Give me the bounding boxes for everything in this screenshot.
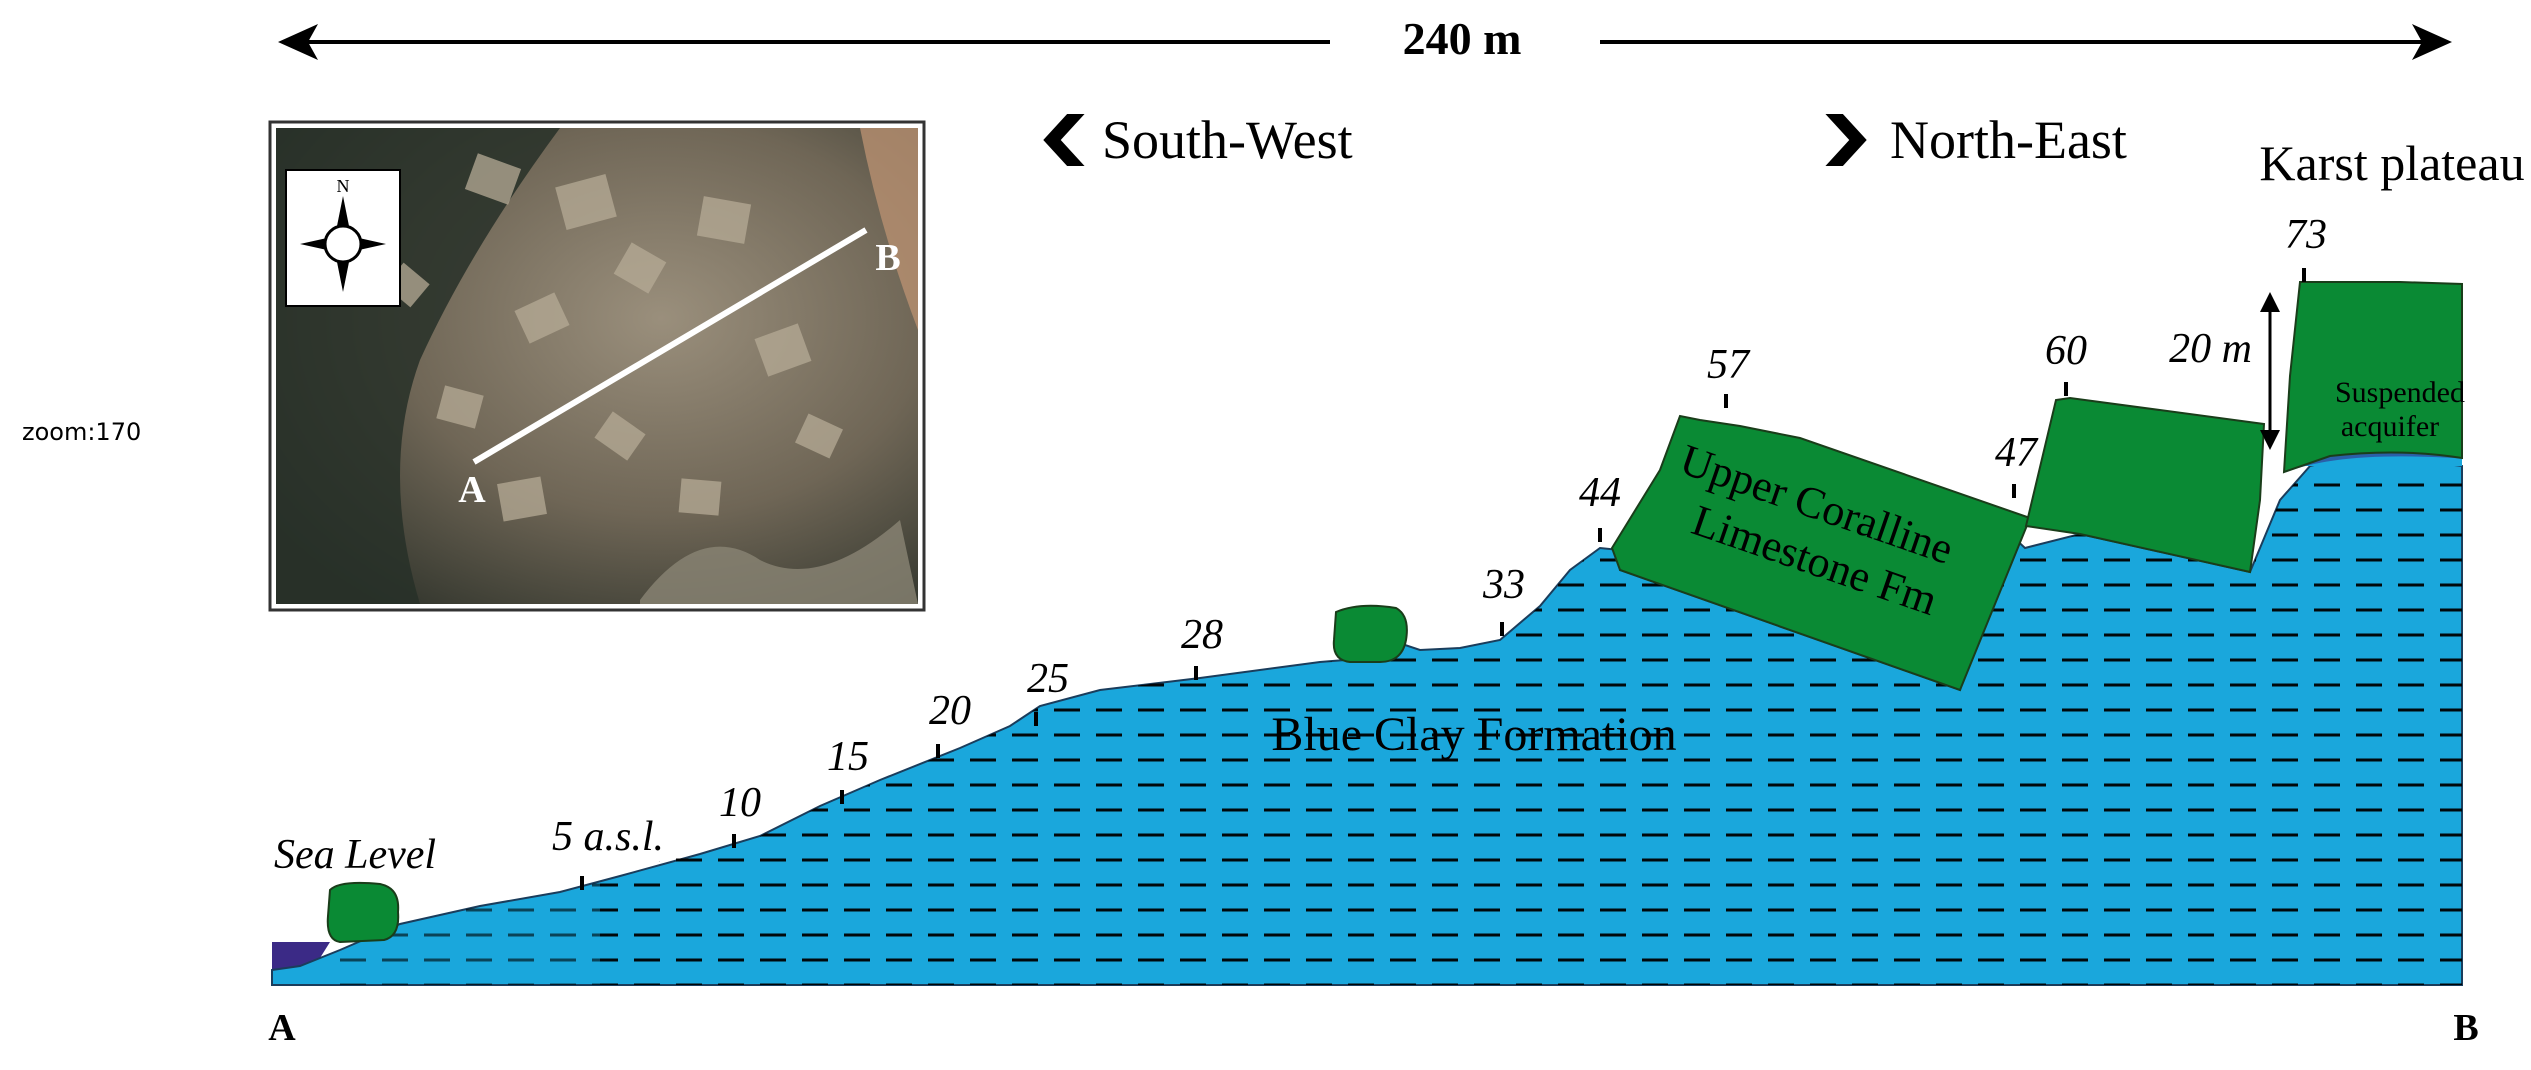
chevron-left-icon [1043, 114, 1085, 166]
compass-north-label: N [337, 176, 350, 196]
sea-water [272, 942, 330, 970]
inset-profile-line [472, 227, 868, 465]
aquifer-label-line1: Suspended [2335, 376, 2465, 409]
elevation-label-60: 60 [2045, 328, 2087, 374]
scale-bar: 240 m [278, 13, 2452, 64]
zoom-label: zoom:170 [22, 418, 142, 446]
profile-end-label: B [2453, 1007, 2478, 1049]
elevation-label-57: 57 [1707, 342, 1751, 388]
height-indicator: 20 m [2169, 292, 2280, 450]
karst-plateau-label: Karst plateau [2259, 135, 2524, 191]
elevation-label-47: 47 [1995, 430, 2039, 476]
limestone-boulder-sea [326, 881, 400, 944]
profile-start-label: A [268, 1007, 296, 1049]
scale-label: 240 m [1403, 13, 1522, 64]
limestone-boulder-mid [1332, 604, 1408, 663]
arrow-down-icon [2260, 430, 2280, 450]
elevation-label-28: 28 [1181, 612, 1223, 658]
sea-level-label: Sea Level [274, 832, 436, 878]
north-compass-icon: N [285, 169, 401, 307]
blue-clay-label: Blue Clay Formation [1271, 708, 1676, 761]
height-label: 20 m [2169, 326, 2252, 372]
inset-label-end: B [875, 237, 900, 279]
aquifer-label-line2: acquifer [2341, 410, 2439, 443]
elevation-label-10: 10 [719, 780, 761, 826]
limestone-block-upper [1610, 414, 2032, 692]
elevation-label-44: 44 [1579, 470, 1621, 516]
direction-south-west: South-West [1043, 110, 1353, 170]
clay-hatching-left [330, 882, 600, 985]
direction-left-label: South-West [1102, 110, 1353, 170]
elevation-label-5: 5 a.s.l. [552, 814, 664, 860]
direction-right-label: North-East [1890, 110, 2127, 170]
elevation-label-15: 15 [827, 734, 869, 780]
arrow-up-icon [2260, 292, 2280, 312]
inset-aerial-photo: A B N [268, 120, 926, 612]
direction-north-east: North-East [1825, 110, 2127, 170]
scale-arrow-left [278, 24, 318, 60]
elevation-label-73: 73 [2285, 212, 2327, 258]
limestone-block-karst [2282, 281, 2463, 474]
limestone-block-middle [2024, 396, 2266, 574]
inset-label-start: A [458, 469, 486, 511]
elevation-label-20: 20 [929, 688, 971, 734]
elevation-label-25: 25 [1027, 656, 1069, 702]
chevron-right-icon [1825, 114, 1867, 166]
elevation-label-33: 33 [1482, 562, 1525, 608]
elevation-markers: 5 a.s.l. 10 15 20 25 28 33 44 57 47 60 7… [552, 212, 2327, 890]
scale-arrow-right [2412, 24, 2452, 60]
